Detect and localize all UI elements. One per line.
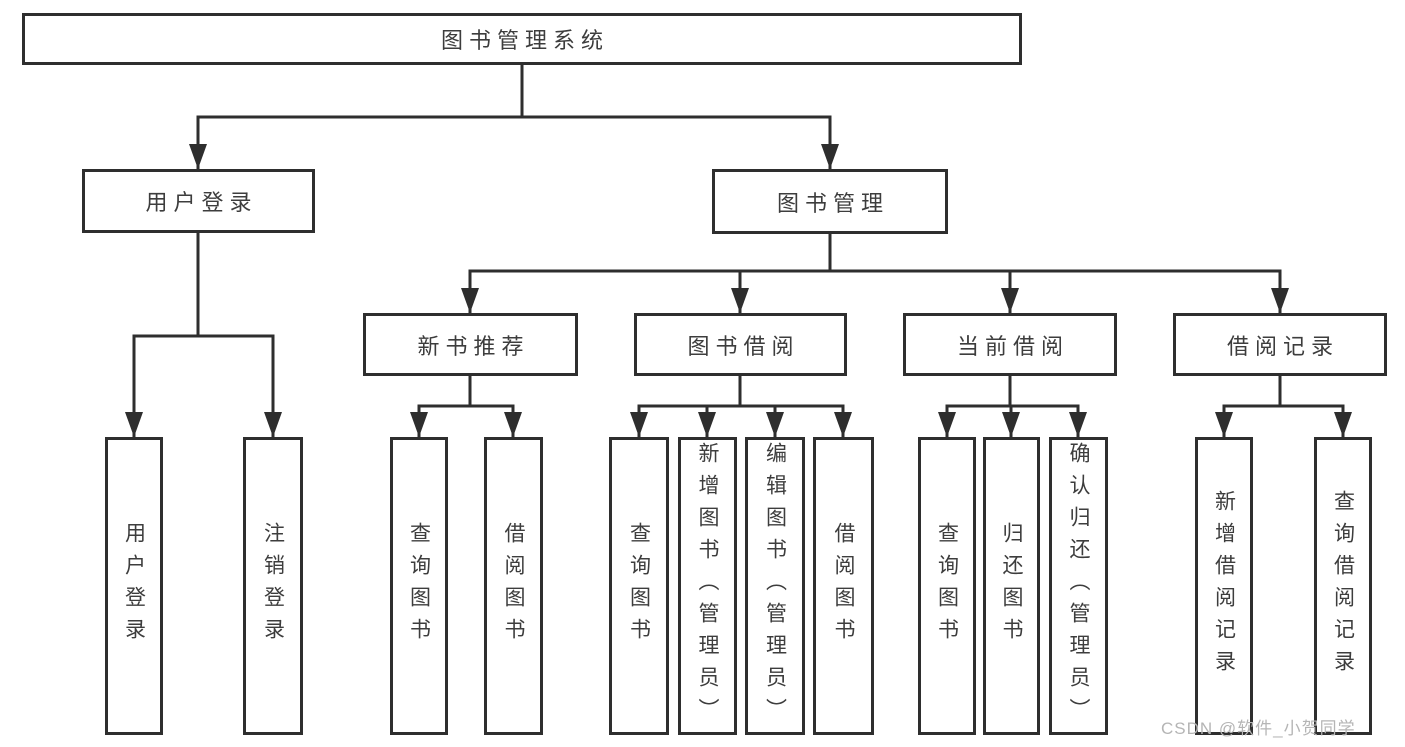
watermark: CSDN @软件_小贺同学 <box>1161 719 1356 738</box>
connector-root-to-level2 <box>189 65 839 169</box>
connector-borrow-record-to-leaves <box>1215 376 1352 437</box>
node-book-management-label: 图书管理 <box>776 190 889 216</box>
node-book-borrow: 图书借阅 <box>634 313 847 376</box>
leaf-confirm-return-admin: 确认归还（管理员） <box>1049 437 1108 735</box>
node-user-login-label: 用户登录 <box>145 190 258 215</box>
node-user-login: 用户登录 <box>82 169 315 233</box>
connector-book-mgmt-to-level3 <box>461 234 1289 313</box>
leaf-query-books-newrec: 查询图书 <box>390 437 448 735</box>
connector-book-borrow-to-leaves <box>630 376 852 437</box>
connector-user-login-to-leaves <box>125 233 282 437</box>
node-new-book-recommend-label: 新书推荐 <box>417 333 530 359</box>
node-borrow-records-label: 借阅记录 <box>1226 333 1339 359</box>
leaf-query-books-current: 查询图书 <box>918 437 976 735</box>
node-root: 图书管理系统 <box>22 13 1022 65</box>
node-book-management: 图书管理 <box>712 169 948 234</box>
leaf-add-borrow-record: 新增借阅记录 <box>1195 437 1253 735</box>
leaf-query-books-borrow-label: 查询图书 <box>627 522 651 650</box>
leaf-confirm-return-admin-label: 确认归还（管理员） <box>1067 442 1091 730</box>
leaf-borrow-books-borrow: 借阅图书 <box>813 437 874 735</box>
leaf-edit-book-admin-label: 编辑图书（管理员） <box>763 442 787 730</box>
node-book-borrow-label: 图书借阅 <box>687 333 800 359</box>
leaf-query-books-current-label: 查询图书 <box>935 522 959 650</box>
leaf-return-books-label: 归还图书 <box>1000 522 1024 650</box>
leaf-borrow-books-newrec: 借阅图书 <box>484 437 543 735</box>
leaf-query-books-newrec-label: 查询图书 <box>407 522 431 650</box>
connector-new-book-rec-to-leaves <box>410 376 522 437</box>
leaf-add-book-admin: 新增图书（管理员） <box>678 437 737 735</box>
leaf-user-login: 用户登录 <box>105 437 163 735</box>
node-borrow-records: 借阅记录 <box>1173 313 1387 376</box>
connector-current-borrow-to-leaves <box>938 376 1087 437</box>
leaf-borrow-books-newrec-label: 借阅图书 <box>502 522 526 650</box>
leaf-query-borrow-record: 查询借阅记录 <box>1314 437 1372 735</box>
node-new-book-recommend: 新书推荐 <box>363 313 578 376</box>
leaf-query-borrow-record-label: 查询借阅记录 <box>1331 490 1355 682</box>
leaf-logout-login-label: 注销登录 <box>261 522 285 650</box>
leaf-user-login-label: 用户登录 <box>122 522 146 650</box>
leaf-edit-book-admin: 编辑图书（管理员） <box>745 437 805 735</box>
leaf-add-borrow-record-label: 新增借阅记录 <box>1212 490 1236 682</box>
leaf-borrow-books-borrow-label: 借阅图书 <box>832 522 856 650</box>
leaf-return-books: 归还图书 <box>983 437 1040 735</box>
leaf-logout-login: 注销登录 <box>243 437 303 735</box>
node-current-borrow-label: 当前借阅 <box>956 333 1069 359</box>
node-root-label: 图书管理系统 <box>440 28 609 53</box>
leaf-query-books-borrow: 查询图书 <box>609 437 669 735</box>
node-current-borrow: 当前借阅 <box>903 313 1117 376</box>
leaf-add-book-admin-label: 新增图书（管理员） <box>696 442 720 730</box>
